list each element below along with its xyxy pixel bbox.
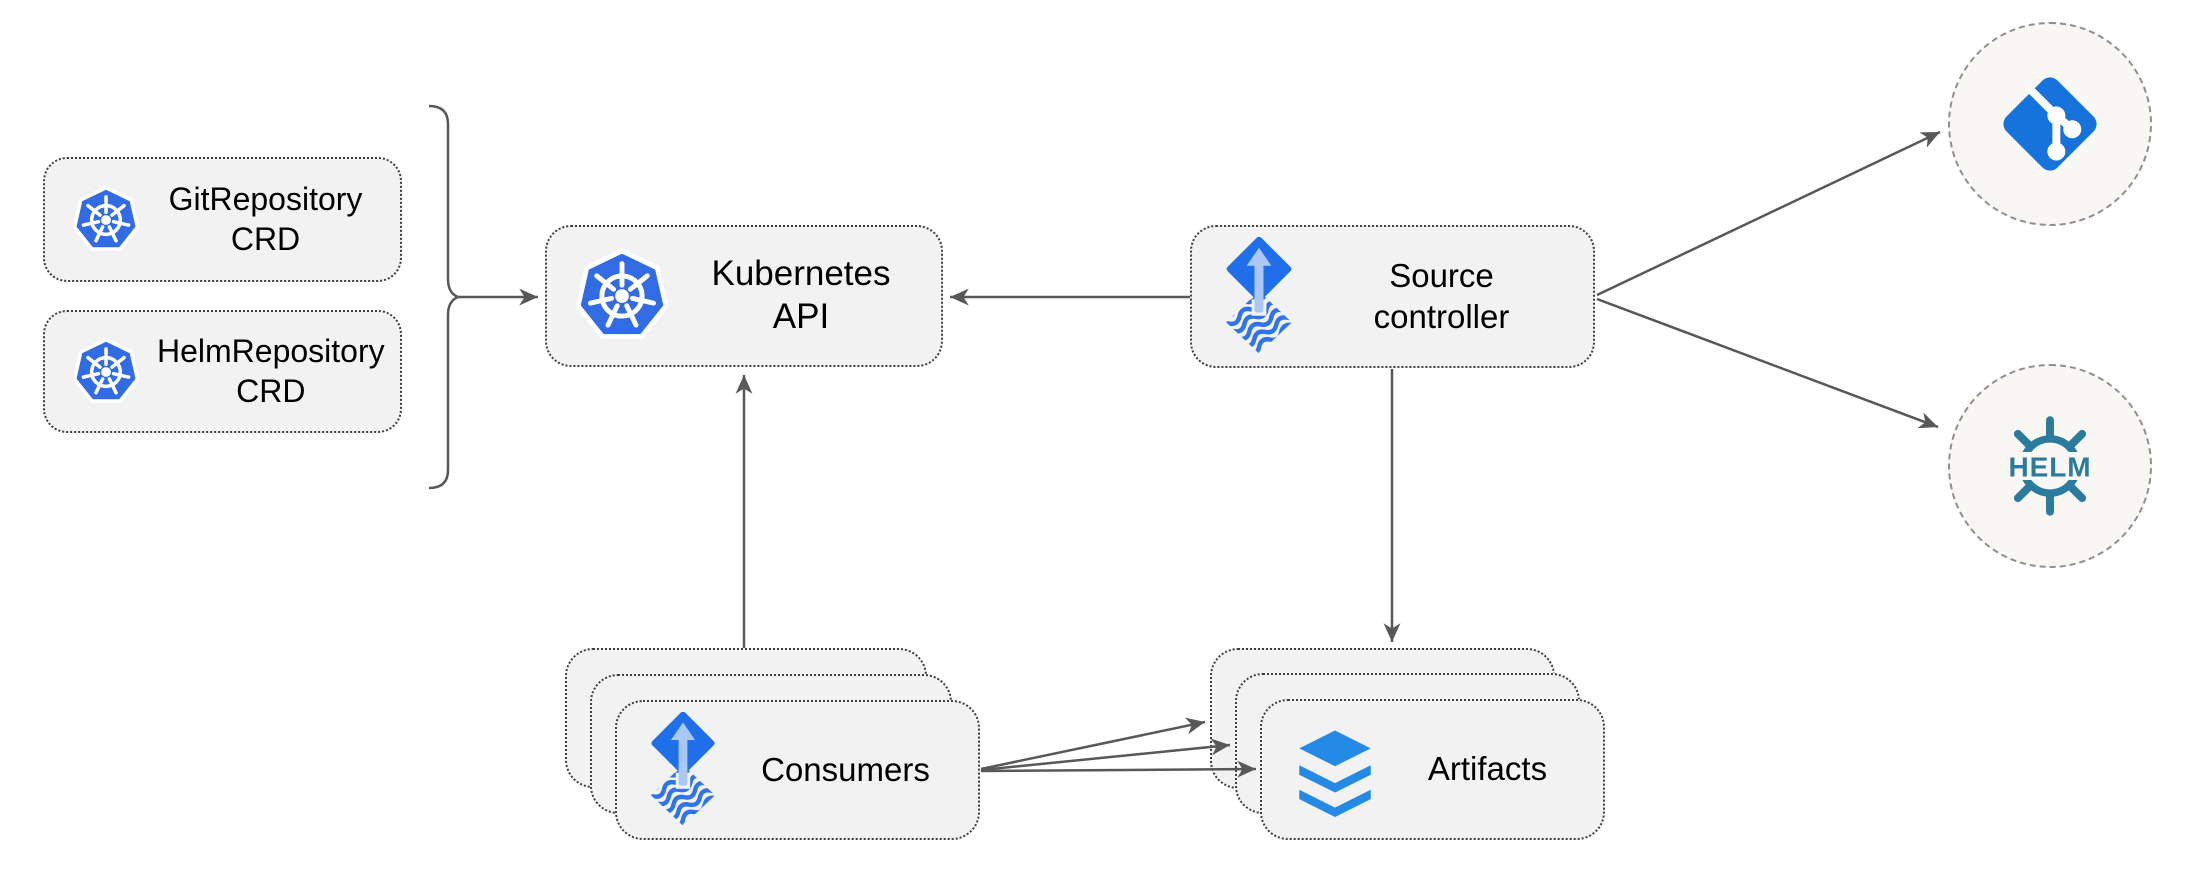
label-line: controller	[1373, 297, 1510, 335]
kubernetes-icon	[71, 337, 141, 407]
helm-icon: HELM	[1999, 416, 2101, 516]
edge-consumers-to-artifacts-1	[980, 717, 1206, 771]
label-line: CRD	[230, 220, 301, 257]
kubernetes-icon	[573, 247, 671, 345]
stack-consumers: Consumers	[565, 648, 980, 843]
node-label: Artifacts	[1427, 750, 1548, 788]
node-git-repository-crd: GitRepository CRD	[43, 157, 402, 282]
node-artifacts: Artifacts	[1260, 699, 1605, 840]
node-consumers: Consumers	[615, 700, 980, 840]
node-label: Consumers	[761, 750, 930, 788]
node-label: Kubernetes API	[711, 254, 891, 336]
stack-artifacts: Artifacts	[1210, 648, 1610, 843]
node-label: Source controller	[1316, 256, 1567, 337]
layers-icon	[1288, 723, 1382, 817]
crd-group-bracket	[428, 104, 462, 490]
helm-logo-text: HELM	[2008, 451, 2091, 482]
node-source-controller: Source controller	[1190, 225, 1595, 368]
circle-helm-repository: HELM	[1948, 364, 2152, 568]
flux-icon	[643, 712, 723, 828]
label-line: CRD	[236, 372, 306, 409]
git-icon	[1997, 71, 2103, 177]
node-label: HelmRepository CRD	[157, 332, 385, 410]
label-line: GitRepository	[168, 181, 363, 218]
label-line: Source	[1389, 257, 1494, 295]
kubernetes-icon	[71, 185, 141, 255]
node-helm-repository-crd: HelmRepository CRD	[43, 310, 402, 433]
edge-source-controller-to-helm	[1596, 297, 1939, 429]
node-label: GitRepository CRD	[157, 180, 374, 258]
circle-git-repository	[1948, 22, 2152, 226]
flux-icon	[1218, 237, 1300, 356]
edge-source-controller-to-git	[1596, 130, 1941, 297]
label-line: HelmRepository	[157, 333, 385, 370]
edge-consumers-to-artifacts-2	[980, 738, 1231, 772]
node-kubernetes-api: Kubernetes API	[545, 225, 943, 367]
